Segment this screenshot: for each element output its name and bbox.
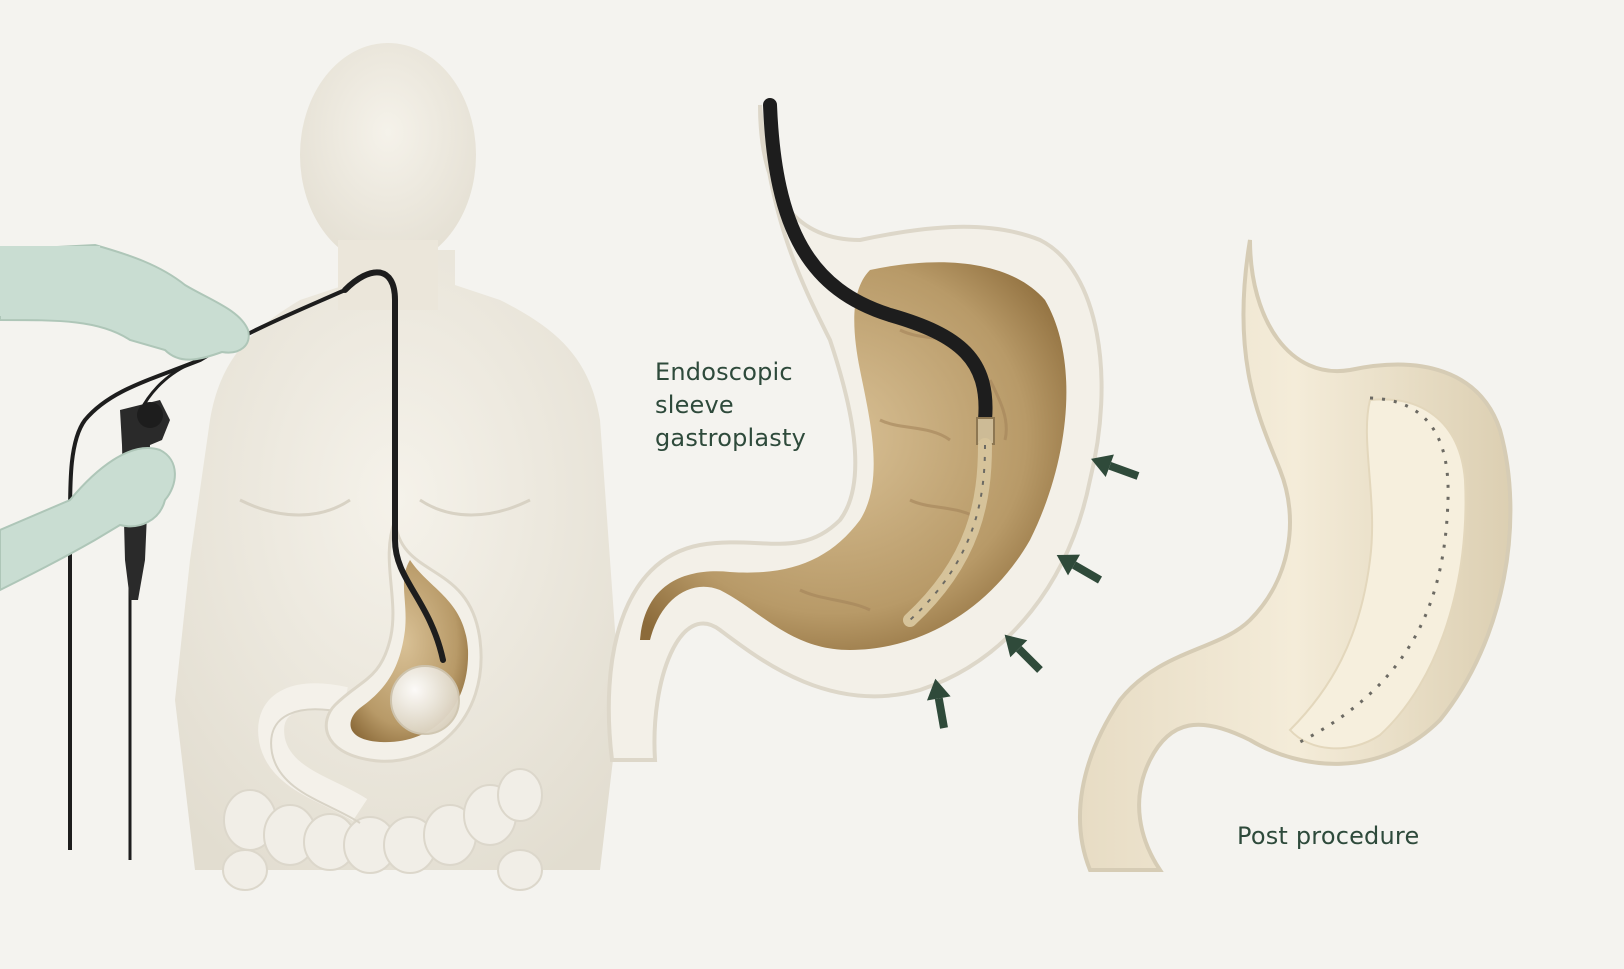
compression-arrows: [926, 454, 1140, 729]
chest-contour: [239, 498, 531, 517]
head: [300, 43, 476, 267]
procedure-label: Endoscopic sleeve gastroplasty: [655, 356, 855, 455]
post-procedure-label: Post procedure: [1237, 822, 1420, 850]
suture-line-post: [1299, 396, 1450, 744]
intestines: [222, 768, 543, 891]
torso-stomach: [324, 519, 483, 763]
procedure-label-line: Endoscopic: [655, 358, 793, 386]
arrow-icon: [926, 678, 951, 729]
lower-hand: [0, 447, 176, 592]
cutaway-stomach: [606, 98, 1104, 762]
endoscope-cable: [68, 288, 346, 850]
procedure-label-line: gastroplasty: [655, 424, 807, 452]
endoscope-tube-body: [342, 269, 446, 663]
balloon-icon: [390, 665, 460, 735]
post-procedure-stomach: [1078, 239, 1513, 872]
arrow-icon: [1056, 554, 1102, 584]
arrow-icon: [1004, 634, 1043, 673]
endoscope-tube-cutaway: [763, 98, 993, 427]
procedure-label-line: sleeve: [655, 391, 734, 419]
post-stomach-outer: [1078, 239, 1513, 872]
gloved-hands: [0, 243, 250, 600]
arrow-icon: [1091, 454, 1140, 480]
post-stomach-channel: [1288, 398, 1467, 750]
